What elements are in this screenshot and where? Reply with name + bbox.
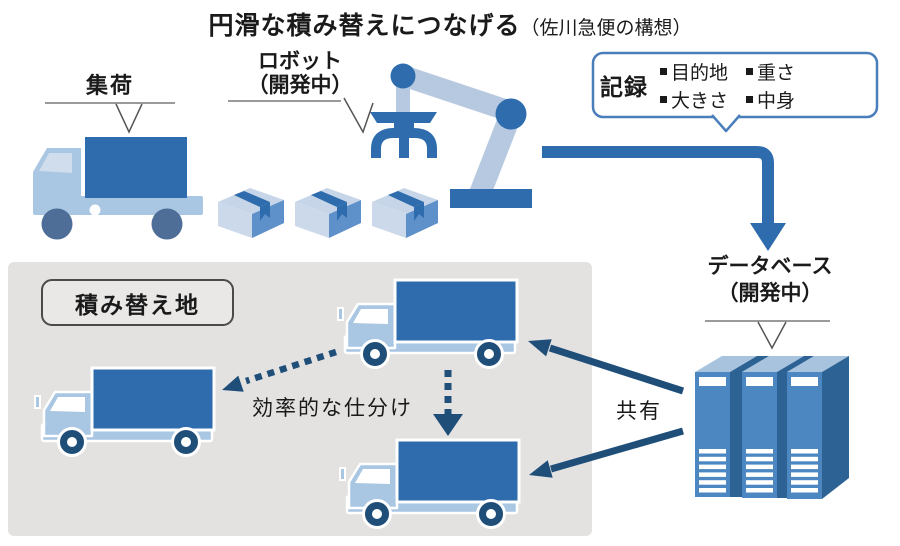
database-label: データベース （開発中） <box>688 253 852 307</box>
record-items: 目的地 重さ 大きさ 中身 <box>660 58 795 113</box>
leader-lines <box>45 97 830 350</box>
robot-label-line2: （開発中） <box>247 74 353 97</box>
title-sub: （佐川急便の構想） <box>520 18 692 39</box>
record-item: 重さ <box>746 58 795 85</box>
sorting-arrows <box>222 348 463 436</box>
record-item: 目的地 <box>660 58 728 85</box>
collection-truck-icon <box>33 137 203 240</box>
robot-arm-icon <box>370 63 532 208</box>
record-item-text: 大きさ <box>671 90 729 112</box>
sorting-label: 効率的な仕分け <box>252 397 413 420</box>
transship-label-frame <box>41 279 234 326</box>
bullet-square-icon <box>746 95 754 103</box>
database-label-line1: データベース <box>707 255 833 278</box>
database-label-line2: （開発中） <box>717 282 823 305</box>
robot-label: ロボット （開発中） <box>238 50 362 98</box>
package-boxes-icon <box>218 188 438 238</box>
transship-label: 積み替え地 <box>75 291 200 318</box>
record-callout-content: 記録 目的地 重さ 大きさ 中身 <box>600 57 872 113</box>
title-main: 円滑な積み替えにつなげる <box>208 12 521 40</box>
page-title: 円滑な積み替えにつなげる（佐川急便の構想） <box>0 6 900 42</box>
share-arrows <box>528 339 685 478</box>
record-item: 中身 <box>746 86 795 113</box>
robot-label-line1: ロボット <box>258 50 342 73</box>
database-servers-icon <box>695 356 849 499</box>
bullet-square-icon <box>746 67 754 75</box>
record-item-text: 目的地 <box>671 62 729 84</box>
bullet-square-icon <box>660 67 667 75</box>
bullet-square-icon <box>660 95 667 103</box>
record-item-text: 重さ <box>757 62 796 84</box>
record-title: 記録 <box>600 74 648 100</box>
record-item-text: 中身 <box>757 90 796 112</box>
flow-arrow-to-database <box>542 146 786 251</box>
record-item: 大きさ <box>660 86 728 113</box>
share-label: 共有 <box>616 400 662 423</box>
pickup-label: 集荷 <box>85 73 134 98</box>
